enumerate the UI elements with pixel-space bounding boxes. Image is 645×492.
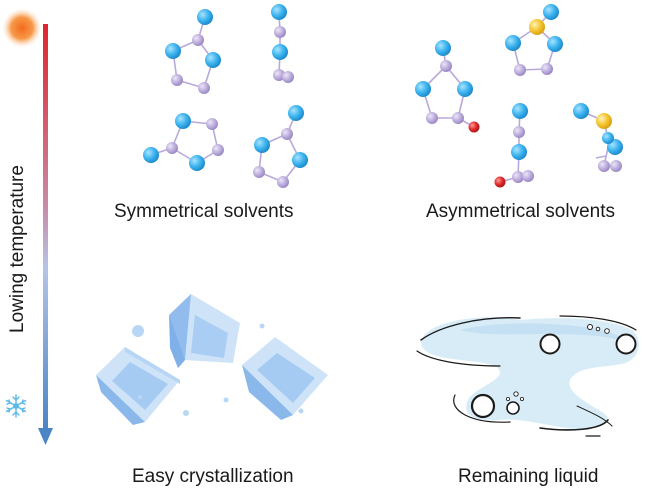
symmetrical-solvents-caption: Symmetrical solvents [114, 201, 294, 222]
molecule [253, 105, 308, 188]
crystal-cube [242, 337, 328, 420]
crystal-bubble [183, 410, 189, 416]
crystal-bubble [132, 325, 144, 337]
molecule [271, 4, 294, 83]
liquid-outline [453, 394, 511, 423]
liquid-outline [416, 350, 501, 367]
liquid-outline [420, 317, 521, 341]
asymmetrical-solvent-molecules [415, 4, 623, 188]
snowflake-icon [5, 394, 27, 418]
crystal-bubble [259, 323, 265, 329]
sun-icon [2, 8, 42, 48]
liquid-bubble [470, 393, 496, 419]
temperature-axis [2, 8, 53, 445]
liquid-bubble [539, 333, 561, 355]
liquid-bubble [604, 328, 610, 334]
molecule [573, 103, 623, 172]
axis-arrow-head [38, 428, 53, 445]
liquid-outline [576, 405, 613, 427]
molecule [505, 4, 563, 76]
crystal-bubble [138, 395, 142, 399]
crystal-cubes [96, 294, 328, 425]
liquid-bubble [615, 333, 637, 355]
liquid-puddle [416, 315, 639, 437]
liquid-bubble [520, 396, 525, 401]
temperature-gradient-bar [43, 24, 48, 429]
liquid-bubble [506, 401, 520, 415]
symmetrical-solvent-molecules [143, 4, 308, 188]
molecule [415, 40, 480, 133]
liquid-bubble [505, 396, 510, 401]
molecule [165, 9, 221, 94]
molecule [143, 113, 224, 171]
remaining-liquid-caption: Remaining liquid [458, 466, 599, 487]
liquid-shading [460, 323, 628, 342]
crystal-bubble [223, 397, 229, 403]
crystal-bubble [298, 408, 304, 414]
molecule [494, 103, 534, 188]
liquid-bubble [587, 324, 593, 330]
liquid-bubble [595, 326, 601, 332]
liquid-outline [559, 315, 637, 331]
crystal-cube [169, 294, 240, 368]
liquid-outline [539, 419, 609, 431]
crystal-cube [96, 347, 180, 425]
asymmetrical-solvents-caption: Asymmetrical solvents [426, 201, 615, 222]
easy-crystallization-caption: Easy crystallization [132, 466, 294, 487]
liquid-bubble [513, 391, 519, 397]
temperature-axis-label: Lowing temperature [7, 165, 28, 333]
